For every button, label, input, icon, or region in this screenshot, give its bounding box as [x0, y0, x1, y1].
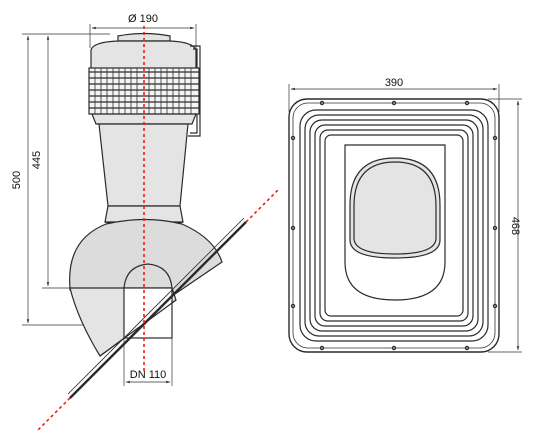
base-height-dimension: 468 [488, 98, 522, 353]
base-plate-top-view: 390 468 [288, 77, 522, 353]
body-height-dimension: 445 [31, 35, 80, 289]
cap-top [117, 32, 171, 42]
base-height-label: 468 [509, 217, 521, 235]
diameter-label: Ø 190 [128, 13, 158, 25]
total-height-label: 500 [11, 171, 23, 189]
roof-slope [37, 187, 281, 431]
ball-joint [69, 218, 223, 297]
plate-contours [299, 109, 489, 342]
side-handle [188, 45, 201, 137]
base-width-dimension: 390 [288, 77, 500, 112]
center-sleeve [344, 144, 446, 301]
base-width-label: 390 [385, 77, 403, 89]
body-height-label: 445 [31, 151, 43, 169]
total-height-dimension: 500 [11, 33, 110, 326]
diameter-dimension: Ø 190 [89, 13, 197, 48]
sleeve-opening-inner [353, 161, 437, 255]
cap-dome [90, 40, 197, 71]
plate-rim [292, 102, 496, 349]
mounting-holes [290, 100, 498, 351]
sleeve-opening-outer [349, 157, 441, 259]
pipe-dn-label: DN 110 [130, 369, 166, 381]
pipe-opening [123, 263, 173, 289]
grille-slats [89, 68, 199, 114]
skirt-edge [99, 299, 177, 357]
pipe-dimension: DN 110 [123, 338, 173, 386]
vent-side-view: Ø 190 500 445 [11, 13, 281, 431]
